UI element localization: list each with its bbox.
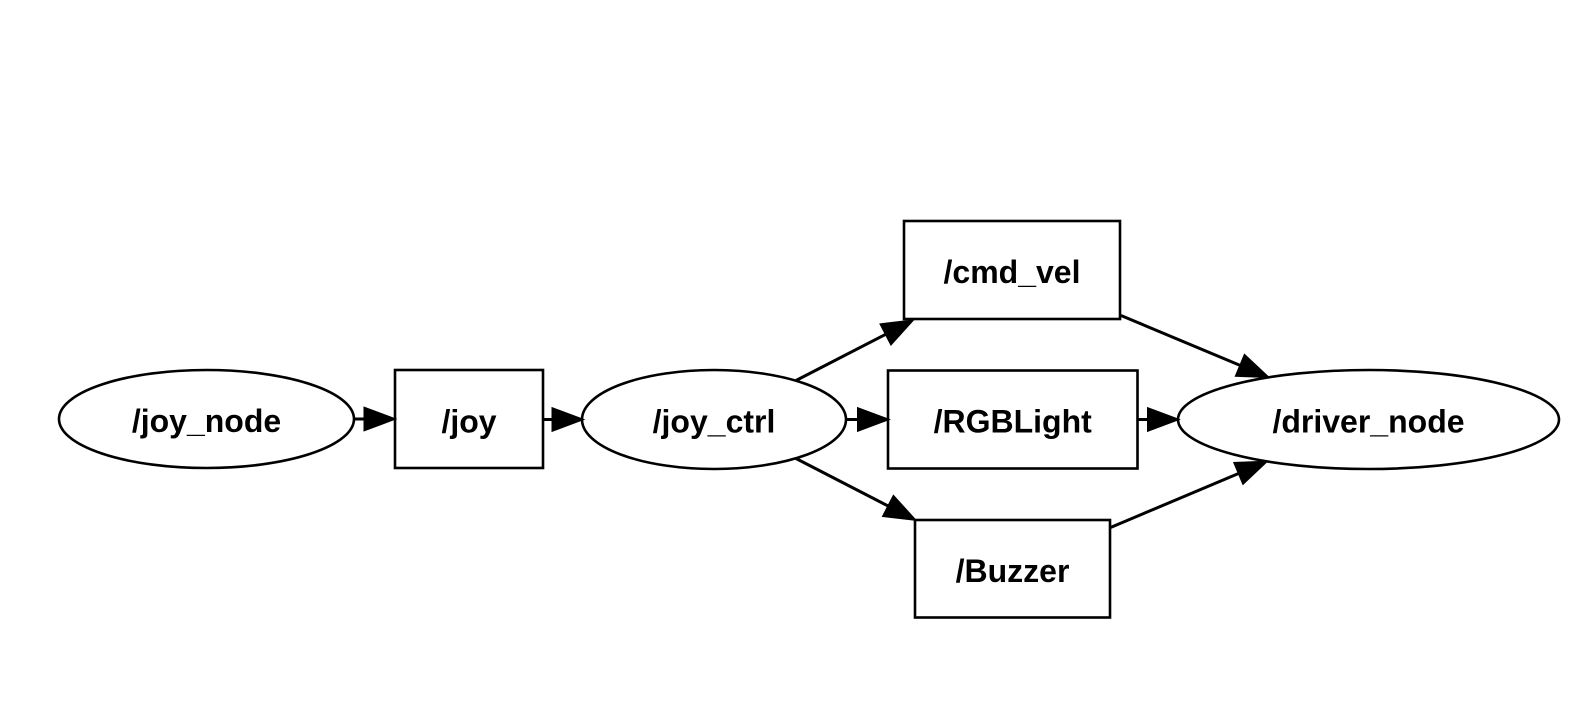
svg-text:/joy_node: /joy_node [132,403,281,439]
svg-text:/joy_ctrl: /joy_ctrl [653,404,776,440]
svg-text:/cmd_vel: /cmd_vel [944,254,1081,290]
svg-text:/driver_node: /driver_node [1272,404,1464,440]
svg-text:/Buzzer: /Buzzer [956,553,1070,589]
svg-text:/RGBLight: /RGBLight [934,404,1093,440]
svg-text:/joy: /joy [441,404,496,440]
